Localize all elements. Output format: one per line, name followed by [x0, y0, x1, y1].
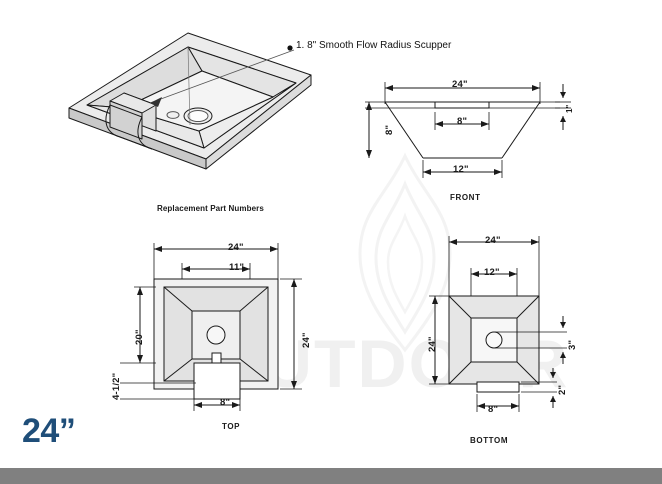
top-overall-height-dim: 24" [301, 332, 312, 348]
front-bottom-width-dim: 12" [453, 164, 469, 175]
bottom-scupper-width-dim: 8" [488, 404, 499, 415]
top-inner-height-dim: 20" [134, 329, 145, 345]
top-view-title: TOP [222, 422, 241, 431]
top-scupper-width-dim: 8" [220, 397, 231, 408]
product-size-badge: 24” [22, 412, 76, 450]
front-lip-dim: 1" [565, 104, 574, 113]
front-view-drawing [365, 82, 571, 178]
front-inner-width-dim: 8" [457, 116, 468, 127]
isometric-callout-text: 1. 8" Smooth Flow Radius Scupper [296, 40, 452, 51]
top-view-drawing [120, 243, 302, 411]
footer-band [0, 468, 662, 484]
isometric-view-drawing [68, 32, 312, 170]
bottom-view-title: BOTTOM [470, 436, 509, 445]
top-inner-width-dim: 11" [229, 262, 245, 273]
top-offset-dim: 4-1/2" [111, 372, 122, 400]
bottom-inner-width-dim: 12" [484, 267, 500, 278]
replacement-part-numbers-caption: Replacement Part Numbers [157, 204, 264, 213]
bottom-drain-offset-dim: 3" [567, 339, 578, 350]
bottom-overall-width-dim: 24" [485, 235, 501, 246]
front-view-title: FRONT [450, 193, 481, 202]
callout-bullet-icon [287, 45, 293, 51]
bottom-scupper-depth-dim: 2" [557, 384, 568, 395]
top-overall-width-dim: 24" [228, 242, 244, 253]
front-top-width-dim: 24" [452, 79, 468, 90]
front-height-dim: 8" [384, 124, 395, 135]
bottom-view-drawing [429, 236, 567, 412]
bottom-overall-height-dim: 24" [427, 336, 438, 352]
